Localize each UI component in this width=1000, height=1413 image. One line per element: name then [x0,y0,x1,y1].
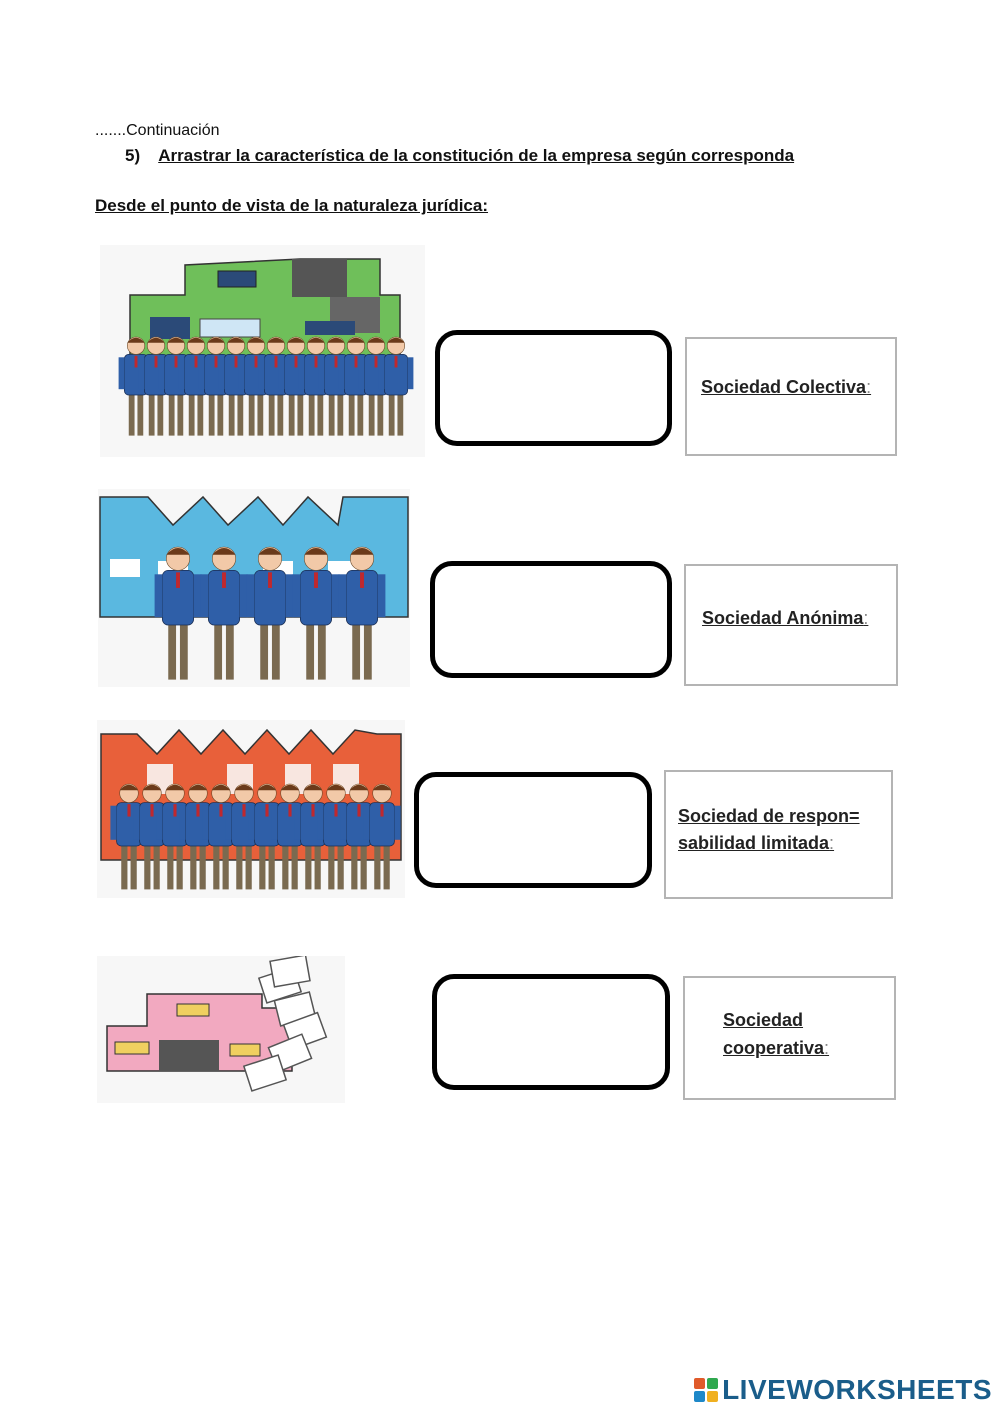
brand-name: LIVEWORKSHEETS [722,1374,992,1405]
label-sociedad-cooperativa: Sociedad cooperativa: [683,976,896,1100]
label-sociedad-anonima: Sociedad Anónima: [684,564,898,686]
drop-zone-sociedad-cooperativa[interactable] [432,974,670,1090]
illustration-sociedad-anonima [98,489,410,687]
label-sociedad-colectiva: Sociedad Colectiva: [685,337,897,456]
label-text-line-1: Sociedad [723,1010,804,1030]
drop-zone-sociedad-anonima[interactable] [430,561,672,678]
continuation-text: .......Continuación [95,122,220,139]
logo-grid-icon [694,1378,719,1402]
drop-zone-sociedad-limitada[interactable] [414,772,652,888]
label-text-line-2: cooperativa [723,1038,825,1058]
section-subtitle: Desde el punto de vista de la naturaleza… [95,196,489,215]
illustration-sociedad-colectiva [100,245,425,457]
instruction-number: 5) [125,146,141,165]
label-text: Sociedad Colectiva [701,377,867,397]
label-text-line-1: Sociedad de respon= [678,806,860,826]
label-sociedad-limitada: Sociedad de respon= sabilidad limitada: [664,770,893,899]
instruction-text: Arrastrar la característica de la consti… [158,146,795,165]
illustration-sociedad-cooperativa [97,956,345,1103]
liveworksheets-logo: LIVEWORKSHEETS [694,1374,992,1406]
drop-zone-sociedad-colectiva[interactable] [435,330,672,446]
instruction: 5) Arrastrar la característica de la con… [125,146,794,166]
label-text: Sociedad Anónima [702,608,864,628]
label-text-line-2: sabilidad limitada [678,833,830,853]
illustration-sociedad-limitada [97,720,405,898]
